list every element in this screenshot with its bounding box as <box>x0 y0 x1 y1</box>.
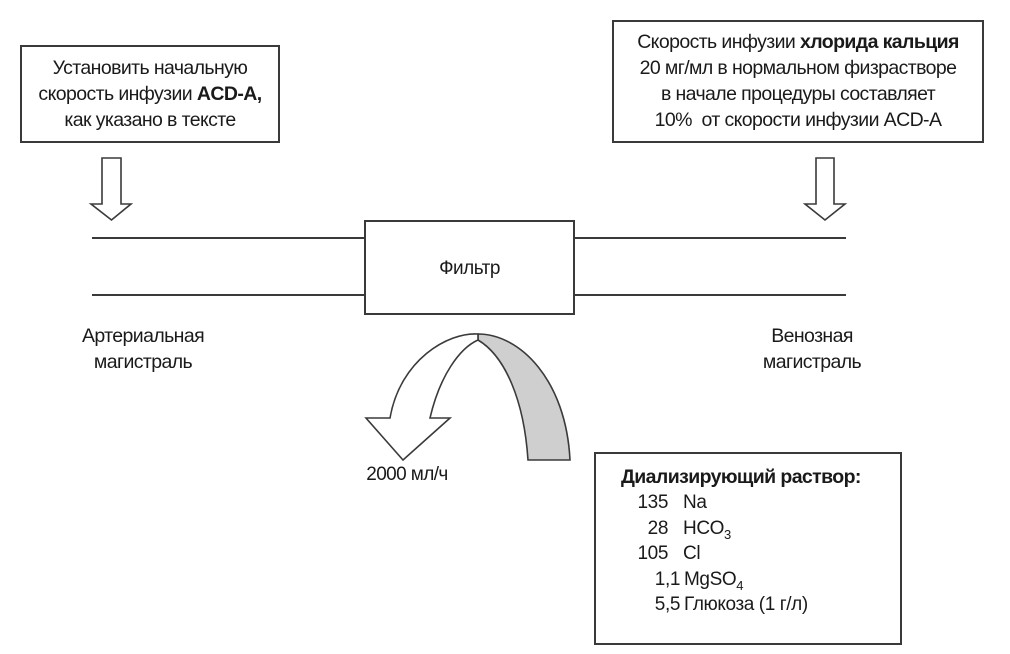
subscript: 3 <box>724 526 731 542</box>
dialysate-value: 5,5 <box>654 594 681 615</box>
dialysate-row: 105 Cl <box>596 541 900 567</box>
arterial-line-label: Артериальная магистраль <box>81 325 205 373</box>
dialysate-component: Глюкоза (1 г/л) <box>684 594 808 615</box>
dialysate-value: 1,1 <box>654 568 681 590</box>
calcium-note-line-2: 20 мг/мл в нормальном физрастворе <box>639 57 957 79</box>
dialysate-inflow-band <box>477 333 571 461</box>
dialysate-row: 135 Na <box>596 490 900 516</box>
calcium-infusion-note: Скорость инфузии хлорида кальция 20 мг/м… <box>612 20 984 143</box>
acd-note-line-3: как указано в тексте <box>64 109 236 131</box>
acd-note-line-1: Установить начальную <box>52 57 248 79</box>
venous-line-label: Венозная магистраль <box>762 325 862 373</box>
dialysate-row: 28 HCO3 <box>596 516 900 542</box>
acd-note-line-2: скорость инфузии ACD-A, <box>38 83 262 105</box>
calcium-note-line-3: в начале процедуры составляет <box>660 83 936 105</box>
calcium-note-line-4: 10% от скорости инфузии ACD-A <box>654 109 942 131</box>
dialysate-value: 28 <box>647 517 669 539</box>
dialysate-outflow-arrow-icon <box>364 333 479 462</box>
acd-infusion-arrow-icon <box>88 157 134 222</box>
dialysate-component: Cl <box>683 543 701 564</box>
acd-infusion-note: Установить начальную скорость инфузии AC… <box>20 45 280 143</box>
dialysate-component: MgSO4 <box>684 568 744 593</box>
dialysate-value: 135 <box>637 492 668 513</box>
filter-box: Фильтр <box>364 220 575 315</box>
dialysate-title: Диализирующий раствор: <box>621 466 861 488</box>
calcium-infusion-arrow-icon <box>802 157 848 222</box>
calcium-note-line-1: Скорость инфузии хлорида кальция <box>637 31 959 53</box>
filter-label: Фильтр <box>439 258 500 279</box>
dialysate-value: 105 <box>637 543 668 564</box>
flow-rate-label: 2000 мл/ч <box>366 464 448 485</box>
dialysate-component: HCO3 <box>683 517 731 542</box>
dialysate-component: Na <box>683 492 707 513</box>
subscript: 4 <box>736 577 744 593</box>
